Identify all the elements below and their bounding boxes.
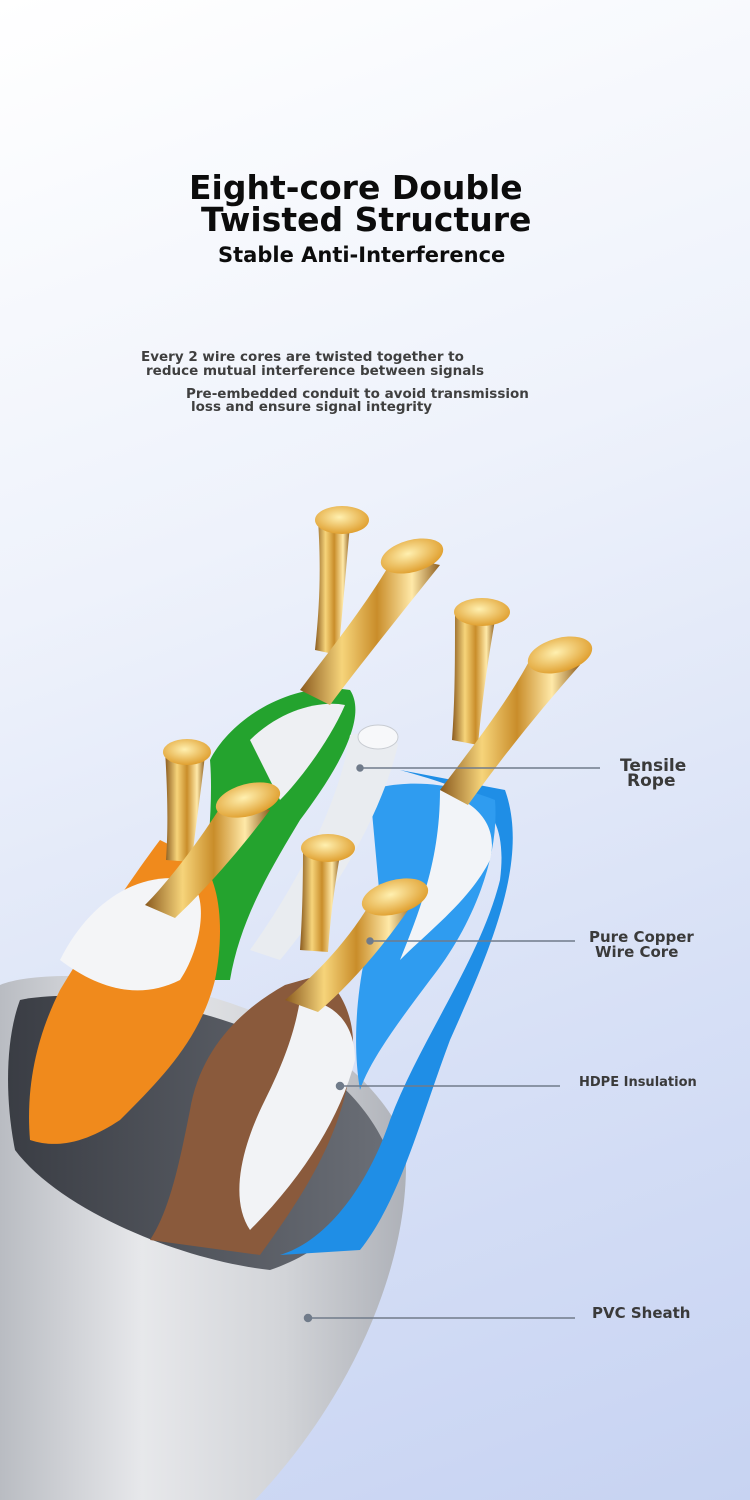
headline-line-2: Twisted Structure <box>201 200 532 239</box>
twist-description-line-2: reduce mutual interference between signa… <box>146 363 485 379</box>
twist-description-line-1: Every 2 wire cores are twisted together … <box>141 349 464 365</box>
green-wire-insulation <box>200 688 356 980</box>
copper-wire-cores <box>145 506 593 1012</box>
copper-core-label-line-1: Pure Copper <box>589 928 694 946</box>
conduit-description-line-1: Pre-embedded conduit to avoid transmissi… <box>186 386 529 402</box>
conduit-description-line-2: loss and ensure signal integrity <box>191 399 433 415</box>
headline-line-1: Eight-core Double <box>189 168 523 207</box>
tensile-rope-label-line-2: Rope <box>627 771 676 791</box>
headline-subtitle: Stable Anti-Interference <box>218 243 506 267</box>
callout-leader-lines <box>303 764 600 1323</box>
hdpe-insulation-label: HDPE Insulation <box>579 1075 697 1090</box>
blue-wire-insulation <box>280 770 513 1255</box>
pvc-sheath-label: PVC Sheath <box>592 1304 691 1322</box>
tensile-rope-label-line-1: Tensile <box>620 756 687 776</box>
copper-core-label-line-2: Wire Core <box>595 943 679 961</box>
